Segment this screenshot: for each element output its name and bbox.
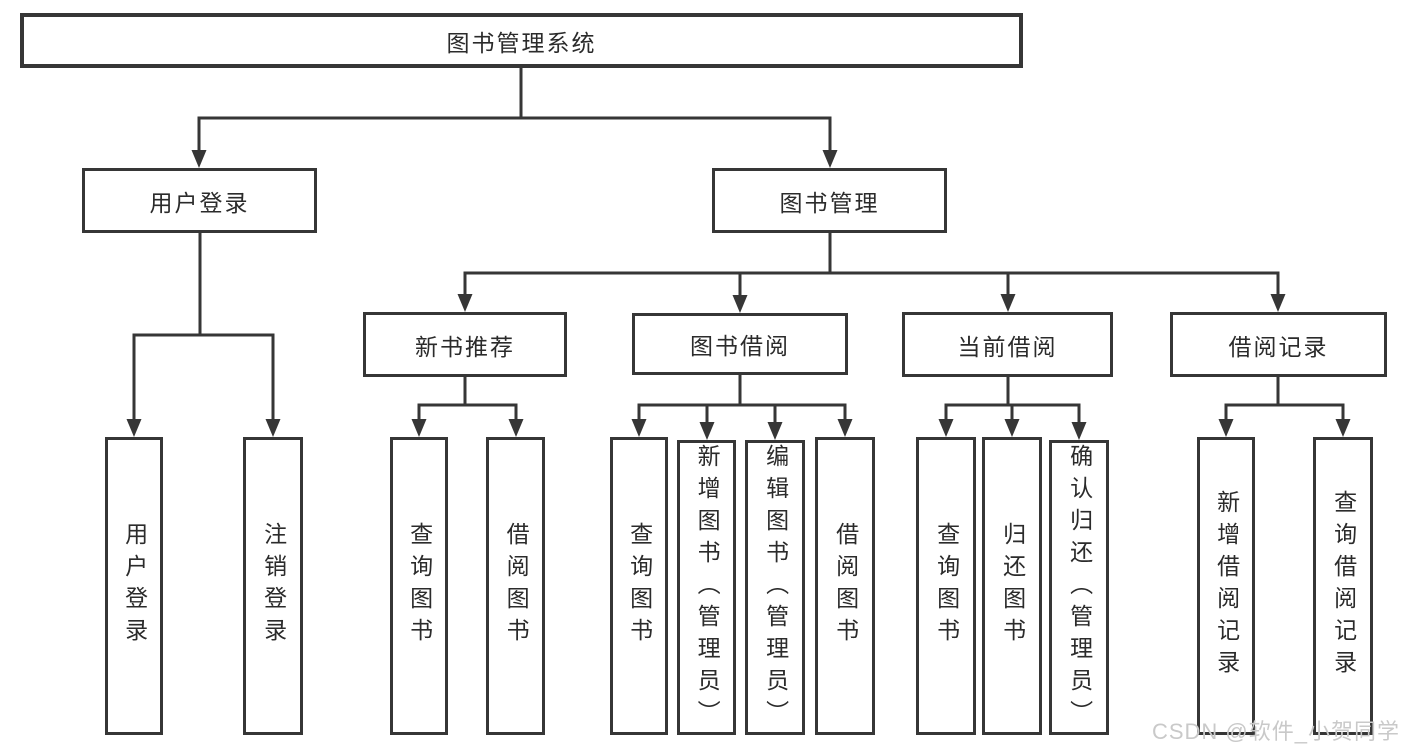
arrowhead-login <box>126 419 142 437</box>
arrowhead-currentborrow <box>1000 294 1016 312</box>
node-root: 图书管理系统 <box>20 13 1023 68</box>
node-new-book-recommend: 新书推荐 <box>363 312 567 377</box>
arrowhead-bb-add <box>699 422 715 440</box>
arrowhead-bb-edit <box>767 422 783 440</box>
arrowhead-br-add <box>1218 419 1234 437</box>
leaf-br-add-record: 新增借阅记录 <box>1197 437 1255 735</box>
leaf-bb-borrow-books-label: 借阅图书 <box>832 522 859 650</box>
arrowhead-cb-query <box>938 419 954 437</box>
arrowhead-cb-confirm <box>1071 422 1087 440</box>
arrowhead-nb-query <box>411 419 427 437</box>
leaf-cb-query-books: 查询图书 <box>916 437 976 735</box>
node-book-borrow: 图书借阅 <box>632 313 848 375</box>
leaf-nb-query-books: 查询图书 <box>390 437 448 735</box>
arrowhead-book-mgmt <box>822 150 838 168</box>
arrowhead-logout <box>265 419 281 437</box>
arrowhead-nb-borrow <box>508 419 524 437</box>
leaf-bb-add-books-admin: 新增图书（管理员） <box>677 440 736 735</box>
leaf-user-login: 用户登录 <box>105 437 163 735</box>
leaf-bb-query-books-label: 查询图书 <box>626 522 653 650</box>
node-current-borrow-label: 当前借阅 <box>957 333 1058 360</box>
arrowhead-bb-borrow <box>837 419 853 437</box>
node-current-borrow: 当前借阅 <box>902 312 1113 377</box>
arrowhead-bookborrow <box>732 295 748 313</box>
leaf-nb-borrow-books: 借阅图书 <box>486 437 545 735</box>
leaf-bb-query-books: 查询图书 <box>610 437 668 735</box>
arrowhead-borrowrecords <box>1270 294 1286 312</box>
node-root-label: 图书管理系统 <box>446 29 597 56</box>
leaf-cb-return-books: 归还图书 <box>982 437 1042 735</box>
leaf-nb-borrow-books-label: 借阅图书 <box>503 522 530 650</box>
arrowhead-cb-return <box>1004 419 1020 437</box>
leaf-bb-add-books-admin-label: 新增图书（管理员） <box>694 443 721 732</box>
leaf-nb-query-books-label: 查询图书 <box>406 522 433 650</box>
node-borrow-records: 借阅记录 <box>1170 312 1387 377</box>
leaf-bb-edit-books-admin-label: 编辑图书（管理员） <box>762 443 789 732</box>
leaf-cb-return-books-label: 归还图书 <box>999 522 1026 650</box>
arrowhead-bb-query <box>631 419 647 437</box>
arrowhead-user-login <box>191 150 207 168</box>
node-new-book-recommend-label: 新书推荐 <box>415 333 515 360</box>
leaf-cb-confirm-return-admin-label: 确认归还（管理员） <box>1066 443 1093 732</box>
csdn-watermark: CSDN @软件_小贺同学 <box>1151 719 1400 744</box>
node-user-login-label: 用户登录 <box>149 189 250 216</box>
arrowhead-br-query <box>1335 419 1351 437</box>
node-borrow-records-label: 借阅记录 <box>1228 333 1329 360</box>
node-user-login: 用户登录 <box>82 168 317 233</box>
leaf-logout: 注销登录 <box>243 437 303 735</box>
leaf-cb-query-books-label: 查询图书 <box>933 522 960 650</box>
node-book-management: 图书管理 <box>712 168 947 233</box>
leaf-cb-confirm-return-admin: 确认归还（管理员） <box>1049 440 1109 735</box>
arrowhead-newbook <box>457 294 473 312</box>
node-book-borrow-label: 图书借阅 <box>690 333 790 359</box>
leaf-logout-label: 注销登录 <box>260 522 287 650</box>
node-book-management-label: 图书管理 <box>779 189 880 216</box>
leaf-bb-borrow-books: 借阅图书 <box>815 437 875 735</box>
leaf-br-query-record: 查询借阅记录 <box>1313 437 1373 735</box>
leaf-br-add-record-label: 新增借阅记录 <box>1213 490 1240 682</box>
leaf-bb-edit-books-admin: 编辑图书（管理员） <box>745 440 805 735</box>
leaf-br-query-record-label: 查询借阅记录 <box>1330 490 1357 682</box>
leaf-user-login-label: 用户登录 <box>121 522 148 650</box>
